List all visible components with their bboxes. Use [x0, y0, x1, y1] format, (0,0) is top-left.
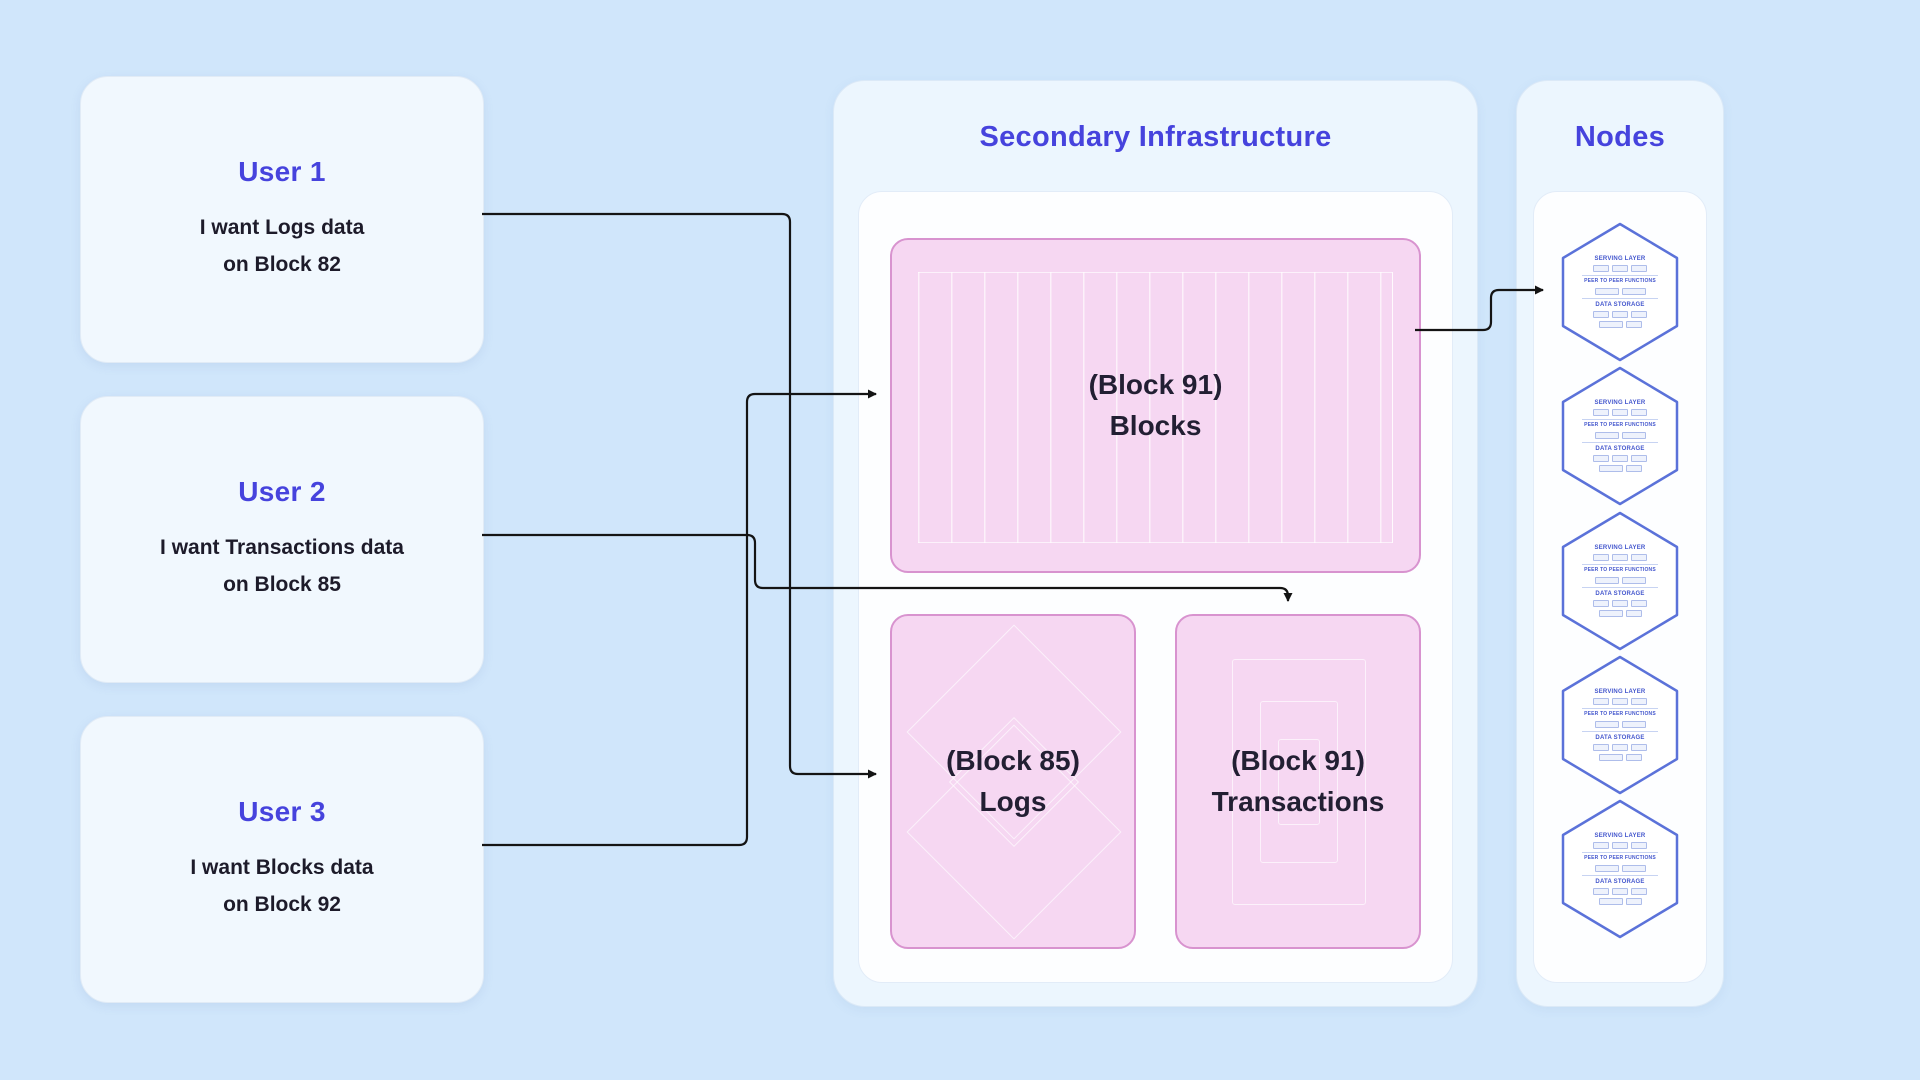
node-mini-architecture: SERVING LAYER PEER TO PEER FUNCTIONS DAT… [1574, 388, 1666, 484]
user-2-request-line-1: I want Transactions data [160, 536, 404, 560]
blocks-stripe-pattern [918, 272, 1393, 543]
nodes-inner-panel: SERVING LAYER PEER TO PEER FUNCTIONS DAT… [1533, 191, 1707, 983]
node-mini-row [1594, 864, 1646, 872]
node-divider [1582, 874, 1658, 876]
node-mini-row [1594, 720, 1646, 728]
node-mini-row [1593, 888, 1647, 896]
node-p2p-functions-label: PEER TO PEER FUNCTIONS [1584, 278, 1656, 285]
node-mini-row [1598, 610, 1642, 618]
node-data-storage-label: DATA STORAGE [1595, 590, 1645, 597]
user-1-request-line-1: I want Logs data [199, 216, 365, 240]
node-mini-row [1598, 754, 1642, 762]
transactions-box-label-line-2: Transactions [1211, 785, 1385, 817]
node-serving-layer-label: SERVING LAYER [1594, 832, 1646, 839]
node-p2p-functions-label: PEER TO PEER FUNCTIONS [1584, 855, 1656, 862]
user-1-title: User 1 [238, 156, 326, 188]
user-2-card: User 2 I want Transactions data on Block… [80, 396, 484, 683]
node-mini-row [1593, 455, 1647, 463]
infrastructure-inner-panel: (Block 91) Blocks (Block 85) Logs (Block [858, 191, 1453, 983]
node-mini-row [1594, 576, 1646, 584]
node-hexagon: SERVING LAYER PEER TO PEER FUNCTIONS DAT… [1561, 511, 1679, 651]
node-mini-architecture: SERVING LAYER PEER TO PEER FUNCTIONS DAT… [1574, 244, 1666, 340]
arrow-user3-to-blocks [482, 389, 877, 847]
node-p2p-functions-label: PEER TO PEER FUNCTIONS [1584, 422, 1656, 429]
node-mini-architecture: SERVING LAYER PEER TO PEER FUNCTIONS DAT… [1574, 533, 1666, 629]
node-mini-row [1593, 600, 1647, 608]
nodes-panel: Nodes SERVING LAYER PEER TO PEER FUNCTIO… [1516, 80, 1724, 1007]
node-divider [1582, 419, 1658, 421]
node-mini-row [1593, 554, 1647, 562]
node-hexagon: SERVING LAYER PEER TO PEER FUNCTIONS DAT… [1561, 222, 1679, 362]
node-hexagon: SERVING LAYER PEER TO PEER FUNCTIONS DAT… [1561, 799, 1679, 939]
node-mini-architecture: SERVING LAYER PEER TO PEER FUNCTIONS DAT… [1574, 677, 1666, 773]
user-3-request-line-2: on Block 92 [223, 892, 341, 916]
node-serving-layer-label: SERVING LAYER [1594, 255, 1646, 262]
logs-box-label-line-2: Logs [979, 785, 1047, 817]
node-mini-row [1598, 898, 1642, 906]
node-mini-row [1598, 465, 1642, 473]
node-mini-row [1593, 409, 1647, 417]
hexagon-shape-icon [1561, 511, 1679, 651]
arrow-user1-to-logs [482, 212, 877, 779]
node-divider [1582, 852, 1658, 854]
logs-box-label: (Block 85) Logs [946, 741, 1080, 822]
user-1-request-line-2: on Block 82 [223, 252, 341, 276]
node-serving-layer-label: SERVING LAYER [1594, 688, 1646, 695]
node-divider [1582, 564, 1658, 566]
node-hexagon: SERVING LAYER PEER TO PEER FUNCTIONS DAT… [1561, 655, 1679, 795]
logs-box-label-line-1: (Block 85) [946, 744, 1080, 776]
node-serving-layer-label: SERVING LAYER [1594, 399, 1646, 406]
user-3-request-line-1: I want Blocks data [190, 856, 374, 880]
node-data-storage-label: DATA STORAGE [1595, 734, 1645, 741]
node-divider [1582, 730, 1658, 732]
node-divider [1582, 708, 1658, 710]
transactions-rect-pattern [1232, 659, 1366, 905]
transactions-box-label-line-1: (Block 91) [1231, 744, 1365, 776]
node-mini-row [1594, 287, 1646, 295]
node-mini-row [1594, 431, 1646, 439]
hexagon-shape-icon [1561, 655, 1679, 795]
hexagon-shape-icon [1561, 799, 1679, 939]
user-3-title: User 3 [238, 796, 326, 828]
node-divider [1582, 441, 1658, 443]
hexagon-shape-icon [1561, 366, 1679, 506]
nodes-title: Nodes [1574, 121, 1666, 153]
node-mini-row [1593, 311, 1647, 319]
secondary-infrastructure-title: Secondary Infrastructure [979, 121, 1332, 153]
node-divider [1582, 297, 1658, 299]
transactions-rect-pattern [1260, 701, 1338, 863]
transactions-rect-pattern [1278, 739, 1320, 825]
node-data-storage-label: DATA STORAGE [1595, 878, 1645, 885]
blocks-box: (Block 91) Blocks [890, 238, 1421, 573]
secondary-infrastructure-panel: Secondary Infrastructure (Block 91) Bloc… [833, 80, 1478, 1007]
user-2-title: User 2 [238, 476, 326, 508]
node-data-storage-label: DATA STORAGE [1595, 301, 1645, 308]
blocks-box-label-line-1: (Block 91) [1088, 368, 1223, 400]
user-2-request-line-2: on Block 85 [223, 572, 341, 596]
node-mini-row [1593, 265, 1647, 273]
node-p2p-functions-label: PEER TO PEER FUNCTIONS [1584, 567, 1656, 574]
node-mini-row [1598, 321, 1642, 329]
blocks-box-label: (Block 91) Blocks [1089, 365, 1223, 446]
node-serving-layer-label: SERVING LAYER [1594, 544, 1646, 551]
logs-box: (Block 85) Logs [890, 614, 1136, 949]
transactions-box: (Block 91) Transactions [1175, 614, 1421, 949]
node-divider [1582, 586, 1658, 588]
hexagon-shape-icon [1561, 222, 1679, 362]
transactions-box-label: (Block 91) Transactions [1212, 741, 1385, 822]
node-divider [1582, 275, 1658, 277]
node-p2p-functions-label: PEER TO PEER FUNCTIONS [1584, 711, 1656, 718]
node-hexagon: SERVING LAYER PEER TO PEER FUNCTIONS DAT… [1561, 366, 1679, 506]
node-mini-row [1593, 842, 1647, 850]
node-data-storage-label: DATA STORAGE [1595, 445, 1645, 452]
node-mini-row [1593, 744, 1647, 752]
user-3-card: User 3 I want Blocks data on Block 92 [80, 716, 484, 1003]
node-mini-row [1593, 698, 1647, 706]
user-1-card: User 1 I want Logs data on Block 82 [80, 76, 484, 363]
blocks-box-label-line-2: Blocks [1109, 409, 1202, 441]
node-mini-architecture: SERVING LAYER PEER TO PEER FUNCTIONS DAT… [1574, 821, 1666, 917]
